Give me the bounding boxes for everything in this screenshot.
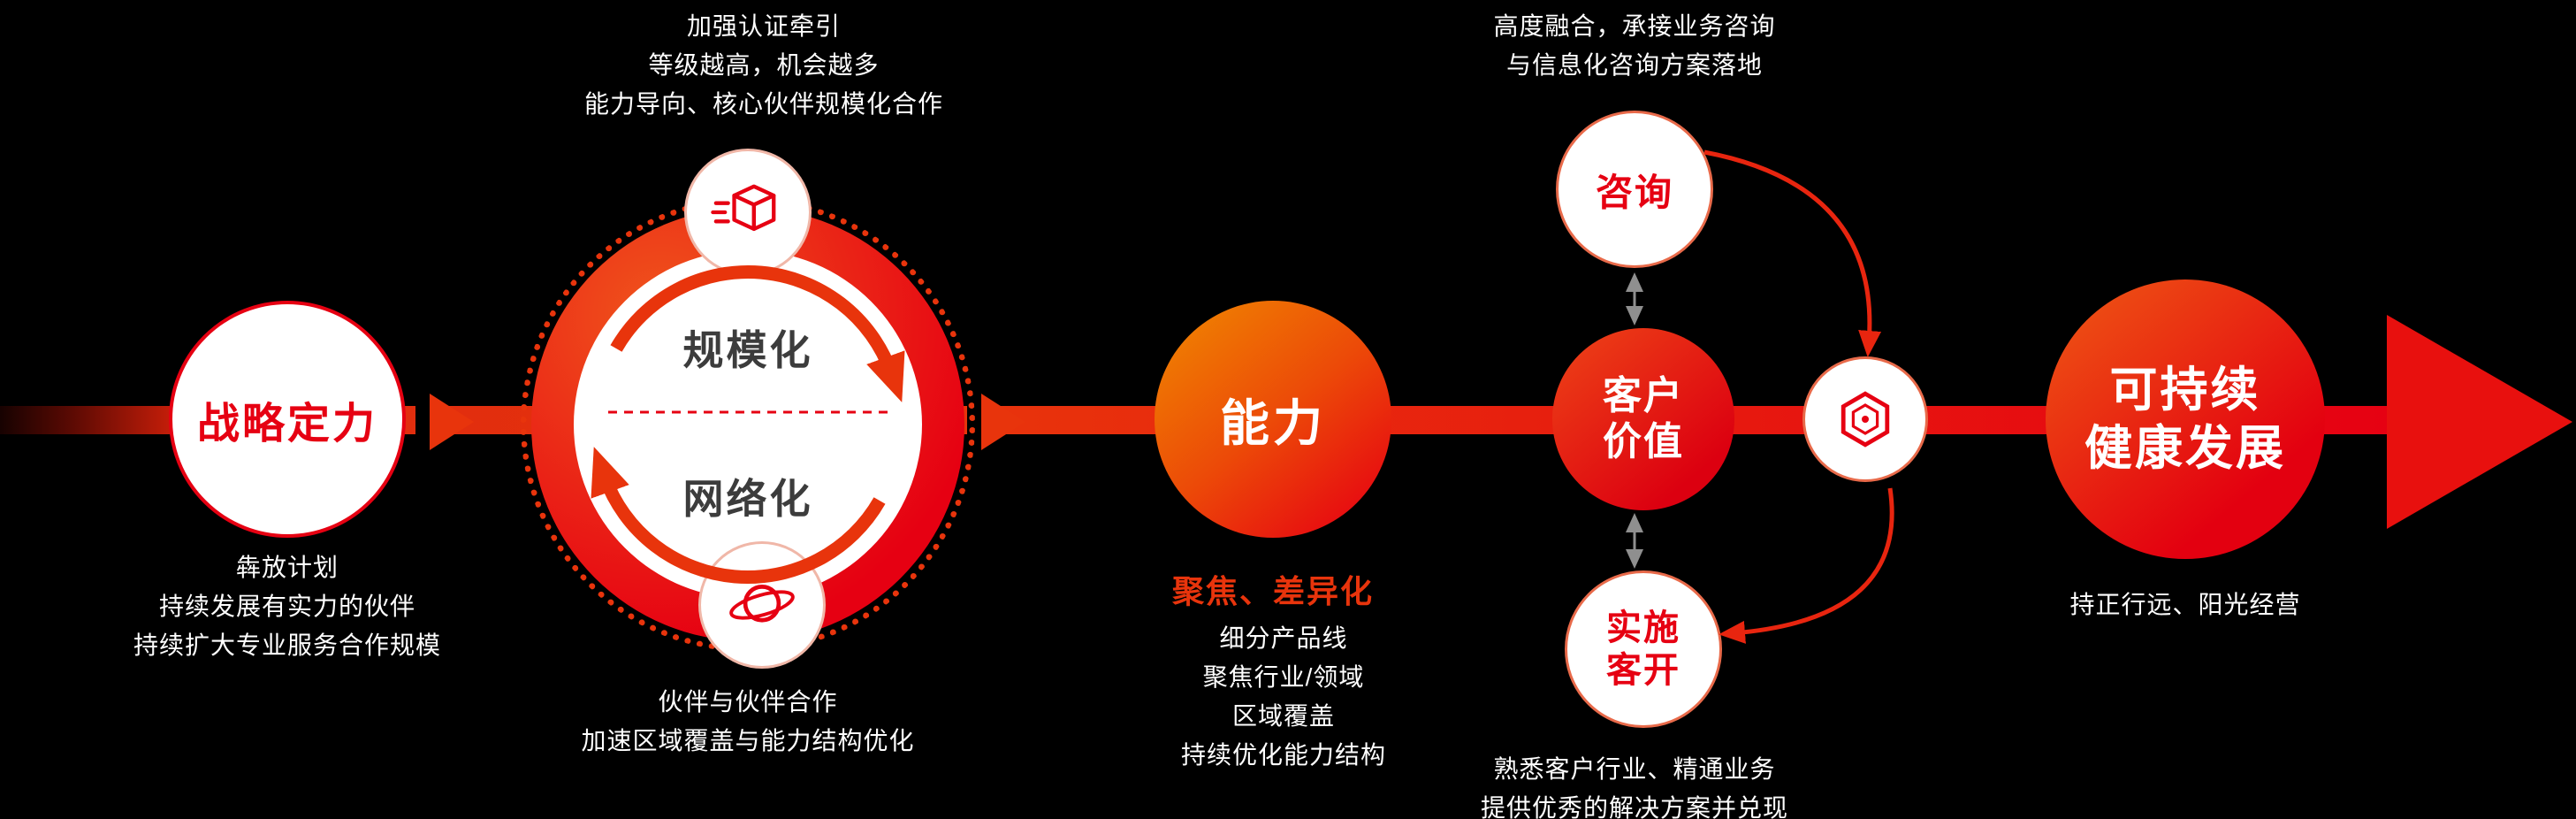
flow-terminal-arrowhead bbox=[2387, 315, 2572, 529]
label-scale: 规模化 bbox=[682, 327, 813, 373]
node-strategy-title: 战略定力 bbox=[196, 401, 377, 448]
flow-chevron-2 bbox=[981, 394, 1025, 450]
node-capability: 能力 bbox=[1155, 301, 1391, 538]
note-line: 持续优化能力结构 bbox=[1180, 741, 1387, 769]
note-above-customer: 高度融合，承接业务咨询 与信息化咨询方案落地 bbox=[1493, 7, 1775, 85]
hexagon-logo-circle bbox=[1802, 356, 1928, 482]
note-line: 加速区域覆盖与能力结构优化 bbox=[581, 727, 915, 754]
node-partner-cycle-inner bbox=[574, 250, 922, 599]
note-below-capability: 细分产品线 聚焦行业/领域 区域覆盖 持续优化能力结构 bbox=[1181, 619, 1386, 775]
note-line: 聚焦行业/领域 bbox=[1202, 663, 1365, 691]
note-line: 持续发展有实力的伙伴 bbox=[158, 593, 416, 620]
node-customer-title-line2: 价值 bbox=[1603, 420, 1684, 463]
cycle-arrow-bottom bbox=[591, 447, 886, 584]
node-sustainable-title-line1: 可持续 bbox=[2109, 364, 2261, 417]
note-capability-subtitle: 聚焦、差异化 bbox=[1171, 573, 1375, 609]
note-line: 犇放计划 bbox=[235, 554, 339, 581]
note-line: 伙伴与伙伴合作 bbox=[658, 688, 838, 716]
curved-arrow-consult-to-logo bbox=[1703, 149, 1882, 357]
node-implementation-title-line2: 客开 bbox=[1606, 651, 1680, 690]
node-implementation: 实施 客开 bbox=[1565, 570, 1722, 728]
node-strategy: 战略定力 bbox=[169, 301, 406, 538]
note-line: 细分产品线 bbox=[1219, 624, 1348, 652]
network-icon-circle bbox=[698, 541, 826, 669]
note-line: 高度融合，承接业务咨询 bbox=[1493, 12, 1776, 40]
note-line: 持续扩大专业服务合作规模 bbox=[133, 631, 442, 659]
node-capability-title: 能力 bbox=[1220, 394, 1326, 451]
note-line: 能力导向、核心伙伴规模化合作 bbox=[583, 90, 944, 118]
note-above-partner: 加强认证牵引 等级越高，机会越多 能力导向、核心伙伴规模化合作 bbox=[584, 7, 943, 124]
note-line: 熟悉客户行业、精通业务 bbox=[1493, 755, 1776, 783]
hexagon-logo-icon bbox=[1841, 391, 1890, 448]
node-implementation-title-line1: 实施 bbox=[1606, 609, 1680, 647]
note-line: 加强认证牵引 bbox=[686, 12, 842, 40]
note-below-strategy: 犇放计划 持续发展有实力的伙伴 持续扩大专业服务合作规模 bbox=[133, 548, 441, 665]
note-line: 与信息化咨询方案落地 bbox=[1505, 51, 1764, 79]
note-below-sustainable: 持正行远、阳光经营 bbox=[2069, 586, 2300, 624]
note-line: 持正行远、阳光经营 bbox=[2069, 591, 2301, 618]
node-sustainable: 可持续 健康发展 bbox=[2046, 279, 2325, 559]
node-customer-value: 客户 价值 bbox=[1552, 328, 1734, 510]
node-consulting-title: 咨询 bbox=[1595, 171, 1673, 213]
note-line: 提供优秀的解决方案并兑现 bbox=[1480, 794, 1789, 819]
planet-icon bbox=[729, 584, 795, 623]
flow-chevron-1 bbox=[430, 394, 474, 450]
note-below-partner: 伙伴与伙伴合作 加速区域覆盖与能力结构优化 bbox=[581, 683, 914, 761]
curved-arrow-logo-to-implement bbox=[1719, 487, 1894, 644]
node-customer-title-line1: 客户 bbox=[1603, 374, 1684, 417]
note-line: 等级越高，机会越多 bbox=[648, 51, 880, 79]
cycle-arrow-top bbox=[610, 265, 905, 402]
node-sustainable-title-line2: 健康发展 bbox=[2084, 422, 2286, 475]
note-line: 区域覆盖 bbox=[1231, 702, 1336, 730]
note-below-customer: 熟悉客户行业、精通业务 提供优秀的解决方案并兑现 bbox=[1481, 750, 1788, 819]
cube-icon bbox=[711, 184, 776, 232]
label-network: 网络化 bbox=[682, 476, 813, 522]
node-consulting: 咨询 bbox=[1556, 111, 1713, 268]
certification-icon-circle bbox=[684, 149, 812, 276]
